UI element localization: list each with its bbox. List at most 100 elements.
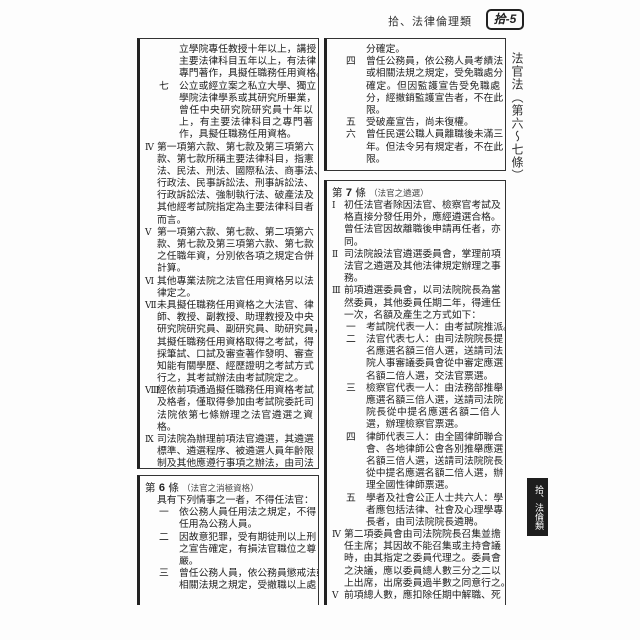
paragraph-marker: 二 — [159, 531, 169, 543]
text-line: 之宣告確定，有損法官職位之尊 — [179, 543, 317, 555]
text-line: 行政訴訟法、強制執行法、破產法及 — [157, 190, 314, 202]
text-line: 選，辦理檢察官票選。 — [366, 419, 464, 431]
text-line: 確定。但因監護宣告受免職處 — [366, 80, 500, 92]
text-line: 上出席，出席委員過半數之同意行之。 — [344, 577, 506, 589]
text-line: 然委員，其他委員任期二年，得連任 — [344, 297, 501, 309]
paragraph-marker: 三 — [346, 382, 356, 394]
paragraph-marker: 五 — [346, 492, 356, 504]
text-line: 曾任中央研究院研究員十年以 — [179, 104, 313, 116]
text-line: 第一項第六款、第七款、第二項第六 — [157, 226, 314, 238]
text-line: 法官代表七人：由司法院院長提 — [366, 334, 504, 346]
paragraph: 七公立或經立案之私立大學、獨立學院法律學系或其研究所畢業，曾任中央研究院研究員十… — [145, 80, 317, 142]
text-line: 知能有關學歷、經歷證明之考試方式 — [157, 360, 314, 372]
text-line: 制及其他應遵行事項之辦法，由司法 — [157, 458, 314, 469]
text-line: 第二項委員會由司法院院長召集並擔 — [344, 529, 501, 541]
text-line: 務。 — [344, 273, 364, 285]
paragraph: Ⅱ 司法院設法官遴選委員會，掌理前項法官之遴選及其他法律規定辦理之事務。 — [332, 248, 501, 286]
text-line: 一次，名額及產生之方式如下： — [344, 309, 482, 321]
page-number: 拾-5 — [486, 9, 524, 30]
text-line: 從中提名應選名額二倍人選，辦 — [366, 468, 504, 480]
text-line: 計算。 — [157, 263, 187, 275]
text-line: 經依前項通過擬任職務任用資格考試 — [157, 385, 314, 397]
text-line: 法、民法、刑法、國際私法、商事法、 — [157, 165, 319, 177]
paragraph: 具有下列情事之一者，不得任法官： — [145, 495, 314, 507]
article6-box: 第 6 條 （法官之消極資格） 具有下列情事之一者，不得任法官：一依公務人員任用… — [137, 475, 319, 605]
text-line: 應選名額三倍人選，送請司法院 — [366, 395, 504, 406]
text-line: 律師代表三人：由全國律師聯合 — [366, 431, 504, 443]
text-line: 時，由其指定之委員代理之。委員會 — [344, 553, 501, 565]
paragraph: 六曾任民選公職人員離職後未滿三年。但法令另有規定者，不在此限。 — [332, 129, 503, 166]
text-line: 司法院為辦理前項法官遴選，其遴選 — [157, 434, 314, 445]
paragraph-marker: Ⅱ — [332, 249, 339, 260]
paragraph: 四律師代表三人：由全國律師聯合會、各地律師公會各別推舉應選名額三倍人選，送請司法… — [332, 431, 504, 493]
text-line: 專門著作，具擬任職務任用資格。 — [179, 68, 319, 80]
paragraph-marker: 四 — [346, 56, 356, 68]
paragraph-marker: Ⅰ — [332, 201, 336, 211]
article-subtitle: （法官之遴選） — [369, 189, 429, 199]
section-title: 拾、法律倫理類 — [388, 15, 472, 28]
paragraph-marker: Ⅵ — [145, 276, 155, 287]
paragraph-marker: Ⅸ — [145, 435, 154, 445]
article6-paragraphs: 具有下列情事之一者，不得任法官：一依公務人員任用法之規定，不得任用為公務人員。二… — [145, 495, 319, 593]
article-number: 7 — [345, 187, 352, 199]
text-line: 者應包括法律、社會及心理學專 — [366, 504, 504, 516]
text-line: 曾任法官因故離職後申請再任者，亦 — [344, 224, 501, 236]
text-line: 院人事審議委員會從中審定應選 — [366, 358, 504, 370]
paragraph-marker: 三 — [159, 568, 169, 580]
paragraph: 一依公務人員任用法之規定，不得任用為公務人員。 — [145, 507, 316, 531]
chapter-side-tab: 拾、法倫類 — [527, 478, 548, 536]
paragraph: 一考試院代表一人：由考試院推派。 — [332, 321, 505, 334]
text-line: 行之，其考試辦法由考試院定之。 — [157, 373, 304, 385]
text-line: 或相關法規之規定，受免職處分 — [366, 68, 504, 80]
text-line: 具有下列情事之一者，不得任法官： — [157, 495, 314, 506]
paragraph-marker: 一 — [346, 321, 356, 333]
text-line: 名應選名額三倍人選，送請司法 — [366, 346, 504, 358]
text-line: 款、第七款所稱主要法律科目，指憲 — [157, 153, 314, 165]
text-line: 主要法律科目五年以上，有法律 — [179, 56, 317, 68]
text-line: 限。 — [366, 153, 386, 165]
text-line: 名額三倍人選，送請司法院院長 — [366, 455, 504, 467]
paragraph-marker: 六 — [346, 129, 356, 141]
paragraph-marker: Ⅷ — [145, 386, 160, 397]
paragraph-marker: Ⅴ — [332, 591, 339, 601]
text-line: 分，經撤銷監護宣告者，不在此 — [366, 92, 504, 104]
text-line: 曾任公務人員，依公務員懲戒法或 — [179, 568, 319, 580]
text-line: 師、教授、副教授、助理教授及中央 — [157, 312, 314, 324]
paragraph: 四曾任公務員，依公務人員考績法或相關法規之規定，受免職處分確定。但因監護宣告受免… — [332, 56, 504, 117]
paragraph-marker: Ⅶ — [145, 300, 157, 311]
paragraph: 二因故意犯罪，受有期徒刑以上刑之宣告確定，有損法官職位之尊嚴。 — [145, 531, 317, 569]
paragraph: 分確定。 — [332, 44, 500, 56]
text-line: 採筆試、口試及審查著作發明、審查 — [157, 348, 314, 360]
text-line: 理全國性律師票選。 — [366, 480, 455, 492]
text-line: 而言。 — [157, 214, 187, 226]
article-label: 第 — [332, 187, 343, 199]
text-line: 立學院專任教授十年以上，講授 — [179, 44, 317, 55]
paragraph-marker: Ⅳ — [332, 530, 341, 541]
text-line: 前項遴選委員會，以司法院院長為當 — [344, 285, 501, 297]
text-line: 研究院研究員、副研究員、助研究員， — [157, 324, 319, 336]
text-line: 之任職年資，分別依各項之規定合併 — [157, 251, 314, 263]
text-line: 法官之遴選及其他法律規定辦理之事 — [344, 260, 501, 272]
text-line: 其擬任職務任用資格取得之考試，得 — [157, 336, 314, 348]
text-line: 長者，由司法院院長遴聘。 — [366, 516, 484, 528]
paragraph: 二法官代表七人：由司法院院長提名應選名額三倍人選，送請司法院人事審議委員會從中審… — [332, 334, 504, 383]
text-line: 作，具擬任職務任用資格。 — [179, 129, 297, 141]
text-line: 行政法、民事訴訟法、刑事訴訟法、 — [157, 178, 314, 190]
text-line: 因故意犯罪，受有期徒刑以上刑 — [179, 531, 317, 543]
paragraph-marker: 五 — [346, 117, 356, 129]
text-line: 公立或經立案之私立大學、獨立 — [179, 80, 317, 92]
text-line: 相關法規之規定，受撤職以上處 — [179, 580, 317, 592]
paragraph: 五受破產宣告，尚未復權。 — [332, 117, 500, 129]
law-section-side-label: 法官法（第六～七條） — [510, 52, 524, 182]
text-line: 格直接分發任用外，應經遴選合格。 — [344, 212, 501, 224]
paragraph-marker: 四 — [346, 431, 356, 443]
article7-heading: 第 7 條 （法官之遴選） — [332, 186, 500, 200]
text-line: 司法院設法官遴選委員會，掌理前項 — [344, 248, 501, 260]
